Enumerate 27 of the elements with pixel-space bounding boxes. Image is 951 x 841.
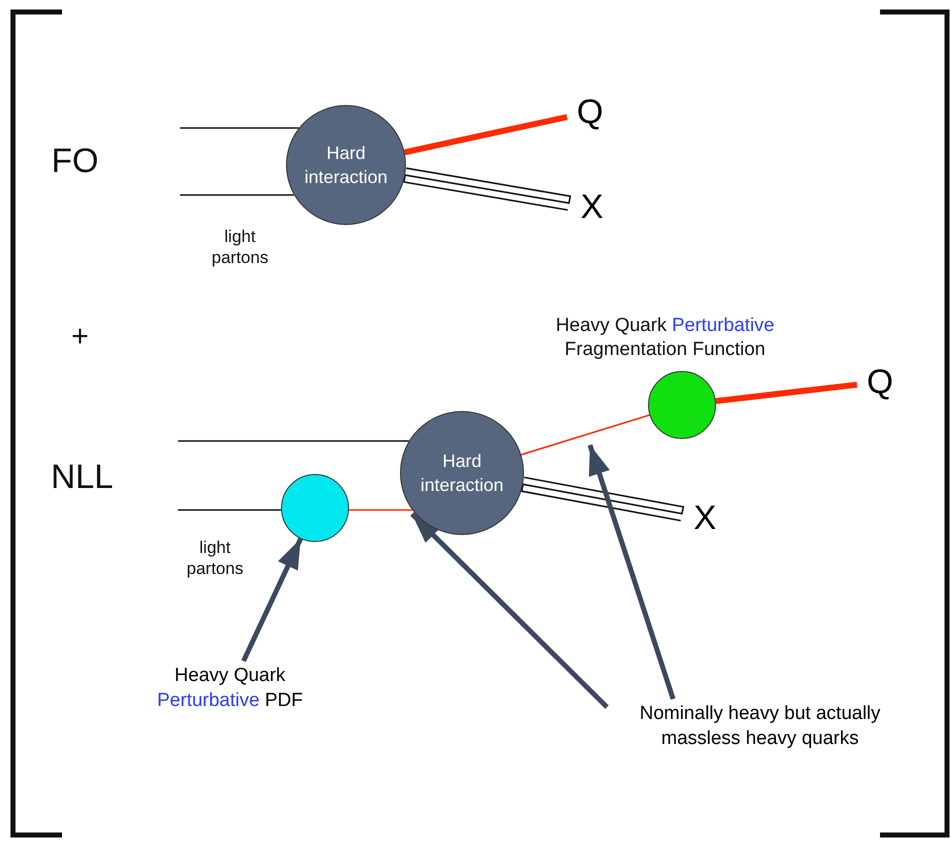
particle-line — [521, 414, 650, 456]
particle-label: Q — [570, 90, 610, 134]
triple-line — [520, 476, 684, 522]
arrow — [410, 512, 609, 709]
arrow — [588, 444, 676, 700]
annotation-text: Heavy Quark Perturbative PDF — [145, 664, 315, 716]
circle-label: Hard interaction — [419, 450, 505, 497]
circle-caption: Heavy Quark Perturbative Fragmentation Function — [554, 314, 776, 362]
triple-line — [403, 167, 572, 211]
particle-line — [178, 509, 282, 511]
parton-label: light partons — [210, 226, 270, 268]
annotation-text: Nominally heavy but actually massless heavy quarks — [610, 702, 910, 754]
particle-line — [404, 114, 568, 156]
particle-label: X — [685, 496, 725, 540]
arrow — [241, 538, 303, 662]
particle-label: X — [572, 185, 612, 230]
term-label: NLL — [50, 456, 114, 498]
particle-label: Q — [860, 360, 900, 404]
particle-line — [180, 194, 294, 196]
particle-line — [348, 509, 412, 511]
circle-label: Hard interaction — [303, 142, 389, 189]
particle-line — [178, 440, 409, 442]
parton-label: light partons — [186, 536, 244, 580]
particle-line — [180, 127, 299, 129]
particle-line — [715, 382, 858, 404]
term-label: FO — [50, 140, 100, 182]
term-label: + — [70, 318, 90, 354]
